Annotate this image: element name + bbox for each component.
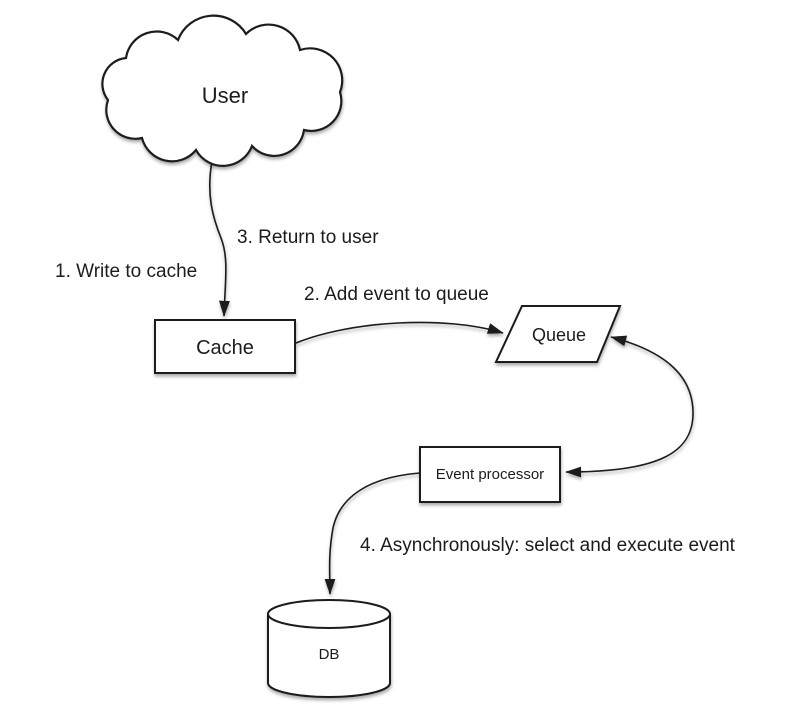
edge-cache-to-queue — [295, 321, 504, 344]
edges-layer — [208, 160, 694, 595]
shapes-layer — [101, 14, 622, 698]
edge-label-step1: 1. Write to cache — [55, 261, 197, 282]
edge-labels-layer: 1. Write to cache 2. Add event to queue … — [55, 227, 736, 556]
node-user-label: User — [202, 83, 248, 108]
db-cylinder-top — [267, 599, 391, 629]
db-cylinder-body — [267, 614, 391, 698]
event-processor-box-shape — [419, 446, 561, 503]
queue-parallelogram-shape — [494, 305, 622, 363]
edge-label-step2: 2. Add event to queue — [304, 284, 489, 305]
edge-label-step3: 3. Return to user — [237, 227, 379, 248]
node-event-processor-label: Event processor — [436, 466, 544, 483]
edge-queue-event-processor-bidirectional — [565, 335, 694, 478]
node-cache-label: Cache — [196, 337, 254, 359]
edge-event-processor-to-db — [324, 472, 421, 595]
cache-box-shape — [154, 319, 296, 374]
node-labels-layer: User Cache Queue Event processor DB — [196, 83, 586, 663]
node-queue-label: Queue — [532, 325, 586, 345]
user-cloud-shape — [101, 14, 344, 167]
edge-label-step4: 4. Asynchronously: select and execute ev… — [360, 535, 736, 556]
db-cylinder-shape — [267, 599, 391, 698]
node-db-label: DB — [319, 646, 340, 663]
edge-user-to-cache — [208, 160, 230, 317]
